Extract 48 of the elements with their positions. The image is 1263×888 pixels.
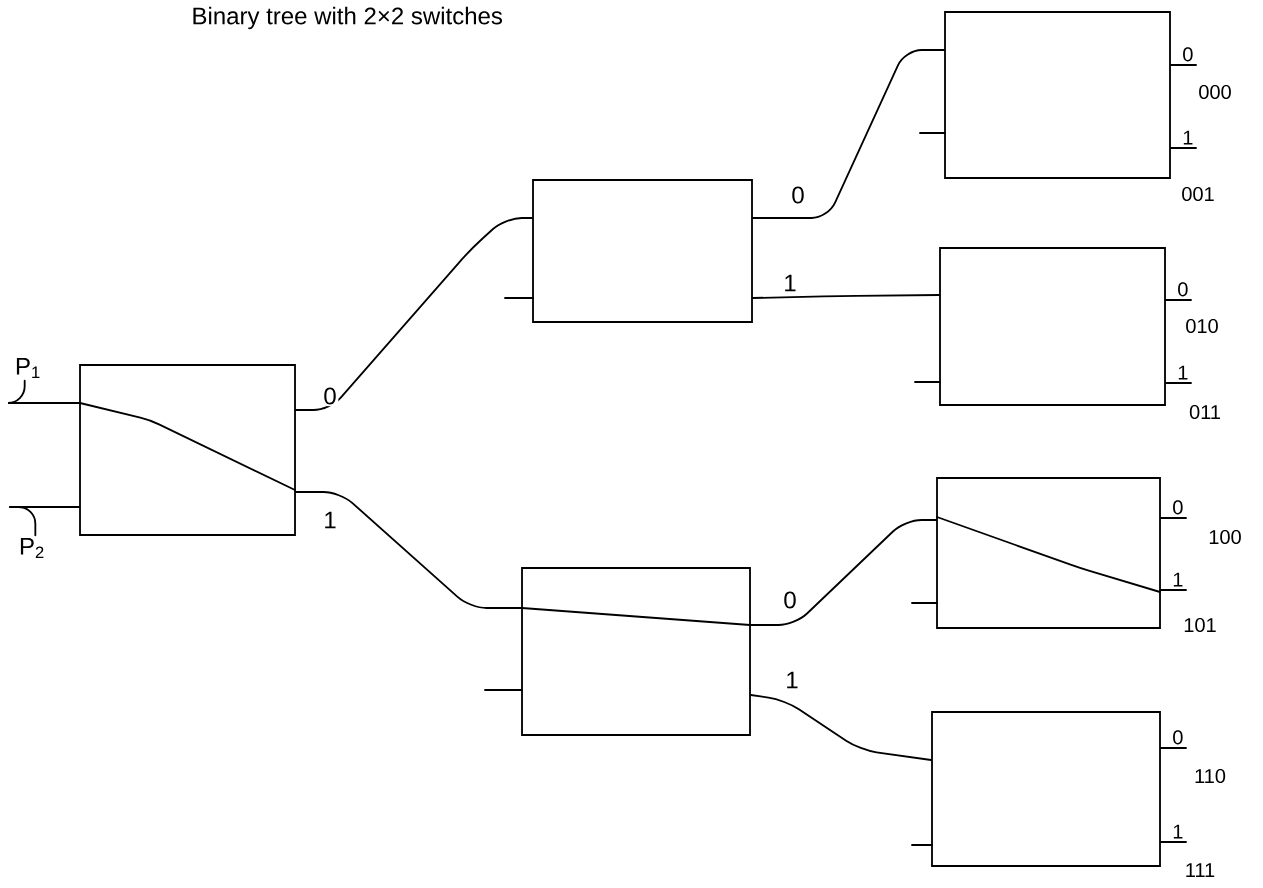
port-label: 101: [1184, 617, 1216, 633]
connector-line: [1160, 517, 1187, 519]
edge-label: 0: [321, 385, 339, 407]
port-label: 1: [1178, 365, 1188, 380]
port-label: P$_{1}$: [16, 357, 40, 379]
port-label: 1: [1173, 824, 1183, 839]
port-label: 1: [1183, 130, 1193, 145]
connector-line: [1160, 747, 1187, 749]
port-label: 0: [1183, 47, 1193, 62]
edge-label: 1: [321, 510, 339, 530]
port-label: P$_{2}$: [20, 537, 44, 559]
connector-line: [750, 694, 932, 761]
title: Binary tree with 2×2 switches: [193, 6, 503, 30]
connector-line: [295, 491, 522, 609]
edge-label: 0: [781, 589, 799, 611]
port-label: 1: [1173, 572, 1183, 587]
port-label: 011: [1189, 404, 1220, 420]
switch-box: [944, 11, 1171, 179]
connector-line: [1165, 382, 1192, 384]
connector-line: [1170, 147, 1197, 149]
connector-line: [752, 294, 940, 299]
switch-box: [521, 567, 751, 736]
connector-line: [8, 506, 80, 537]
connector-line: [1165, 299, 1192, 301]
port-label: 100: [1209, 529, 1241, 545]
port-label: 001: [1182, 186, 1214, 202]
connector-line: [295, 217, 533, 411]
connector-line: [1170, 64, 1197, 66]
port-label: 0: [1178, 282, 1188, 297]
connector-line: [750, 519, 937, 626]
connector-line: [752, 49, 945, 219]
switch-box: [931, 711, 1161, 867]
connector-line: [7, 379, 80, 404]
switch-box: [532, 179, 753, 323]
port-label: 0: [1173, 500, 1183, 515]
port-label: 111: [1186, 863, 1215, 877]
connector-line: [1160, 589, 1187, 591]
switch-box: [936, 477, 1161, 629]
edge-label: 0: [789, 184, 807, 206]
switch-box: [79, 364, 296, 536]
port-label: 000: [1199, 84, 1231, 100]
port-label: 010: [1186, 318, 1218, 334]
switch-box: [939, 247, 1166, 406]
connector-line: [1160, 841, 1187, 843]
edge-label: 1: [781, 273, 799, 293]
port-label: 0: [1173, 730, 1183, 745]
port-label: 110: [1195, 768, 1226, 784]
edge-label: 1: [783, 670, 801, 690]
